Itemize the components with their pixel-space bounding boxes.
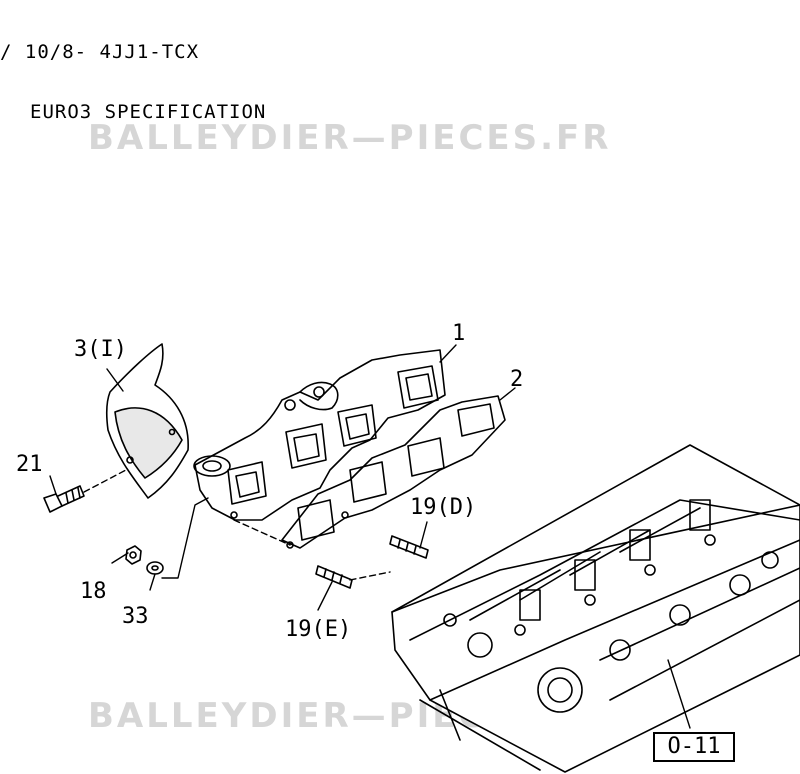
diagram-header: / 10/8- 4JJ1-TCX EURO3 SPECIFICATION [0, 2, 266, 142]
callout-18: 18 [80, 579, 107, 604]
callout-3-i: 3(I) [74, 337, 127, 362]
callout-19-d: 19(D) [410, 495, 476, 520]
bolt-21 [43, 485, 85, 513]
callout-21: 21 [16, 452, 43, 477]
reference-box-o-11[interactable]: O-11 [653, 732, 735, 762]
watermark-top: BALLEYDIER—PIECES.FR [88, 118, 612, 158]
manifold-gasket [281, 395, 506, 549]
callout-19-e: 19(E) [285, 617, 351, 642]
callout-33: 33 [122, 604, 149, 629]
model-spec: / 10/8- 4JJ1-TCX [0, 41, 200, 63]
callout-2: 2 [510, 367, 523, 392]
exhaust-manifold [193, 349, 446, 521]
washer-33 [146, 561, 164, 575]
stud-19d [389, 535, 429, 559]
leader-lines [49, 344, 691, 729]
stud-19e [315, 565, 353, 589]
callout-1: 1 [452, 321, 465, 346]
nut-18 [125, 545, 142, 565]
cylinder-head [391, 444, 800, 773]
emission-spec: EURO3 SPECIFICATION [30, 101, 267, 123]
heat-shield [105, 343, 189, 499]
